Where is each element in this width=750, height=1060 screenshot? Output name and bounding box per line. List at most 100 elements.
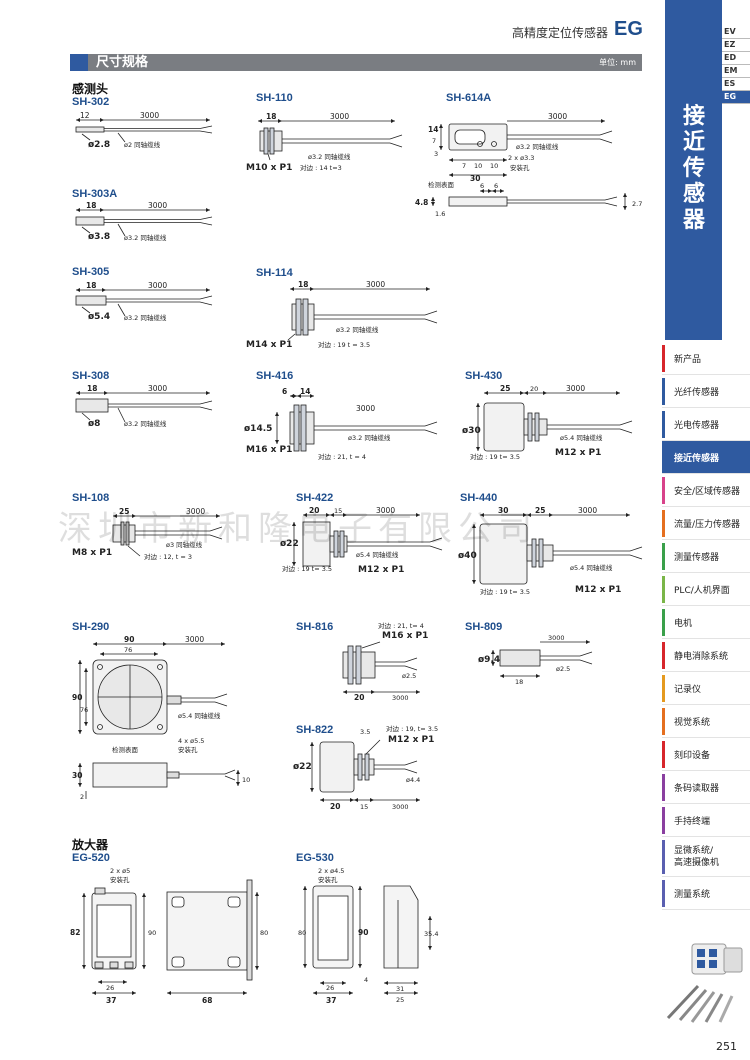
model-label: SH-614A [446,92,492,104]
nav-color-marker [662,411,665,438]
thread-label: M16 x P1 [382,631,428,641]
nav-item[interactable]: 视觉系统 [662,705,750,738]
thread-label: M12 x P1 [358,565,404,575]
model-label: SH-816 [296,621,334,633]
product-thumbnail [666,943,743,1023]
nav-item[interactable]: 光纤传感器 [662,375,750,408]
series-tab[interactable]: EV [722,26,750,39]
nav-item[interactable]: 静电消除系统 [662,639,750,672]
series-tab-active[interactable]: EG [722,91,750,104]
dim-label: 90 [148,929,156,937]
nav-item[interactable]: 电机 [662,606,750,639]
dim-label: ø14.5 [244,424,272,434]
nav-item-label: 光电传感器 [674,420,720,431]
model-label: SH-822 [296,724,334,736]
nav-item[interactable]: 安全/区域传感器 [662,474,750,507]
nav-item-label: 接近传感器 [674,453,720,464]
nav-item[interactable]: PLC/人机界面 [662,573,750,606]
dim-label: 37 [106,996,116,1005]
dim-label: 3000 [186,507,205,516]
dim-label: 26 [106,984,114,992]
model-label: SH-290 [72,621,110,633]
nav-item[interactable]: 条码读取器 [662,771,750,804]
dim-label: ø3.8 [88,232,110,242]
cable-label: ø3.2 同轴缆线 [124,419,167,428]
nav-item[interactable]: 记录仪 [662,672,750,705]
model-label: SH-440 [460,492,498,504]
nav-item[interactable]: 流量/压力传感器 [662,507,750,540]
series-tabs: EV EZ ED EM ES EG [722,26,750,104]
dim-label: 20 [330,802,340,811]
nav-item[interactable]: 新产品 [662,342,750,375]
nav-item[interactable]: 光电传感器 [662,408,750,441]
dim-label: 18 [86,201,96,210]
model-label: SH-302 [72,96,110,108]
dim-label: 2.7 [632,200,642,208]
nav-item-label: 新产品 [674,354,702,365]
across-flats-label: 对边 : 14 t=3 [300,163,342,172]
nav-color-marker [662,576,665,603]
nav-item[interactable]: 刻印设备 [662,738,750,771]
dim-label: 15 [360,803,368,811]
nav-item[interactable]: 显微系统/ 高速摄像机 [662,837,750,877]
dim-label: 12 [80,111,90,120]
across-flats-label: 对边 : 21, t= 4 [378,621,424,630]
dim-label: 18 [515,678,523,686]
dim-label: 7 [462,162,466,170]
dim-label: 25 [396,996,404,1004]
nav-color-marker [662,543,665,570]
hole-label: 4 x ø5.5 [178,737,204,745]
model-label: SH-303A [72,188,118,200]
nav-item[interactable]: 测量传感器 [662,540,750,573]
model-label: SH-308 [72,370,110,382]
thread-label: M14 x P1 [246,340,292,350]
cable-label: ø5.4 同轴缆线 [178,711,221,720]
cable-label: ø3.2 同轴缆线 [516,142,559,151]
nav-color-marker [662,675,665,702]
thread-label: M16 x P1 [246,445,292,455]
model-label: SH-809 [465,621,503,633]
mount-hole-label: 安装孔 [110,875,130,884]
section-title: 尺寸规格 [96,55,149,70]
cable-label: ø2 同轴缆线 [124,140,161,149]
dim-label: 26 [326,984,334,992]
cable-label: ø3.2 同轴缆线 [124,313,167,322]
dim-label: 4.8 [415,198,428,207]
series-tab[interactable]: EM [722,65,750,78]
watermark-text: 深圳市新和隆电子有限公司 [58,509,538,549]
across-flats-label: 对边 : 19 t= 3.5 [470,452,520,461]
nav-item-label: 显微系统/ 高速摄像机 [674,845,720,868]
sidebar-header-block [665,0,722,340]
dim-label: 3000 [376,506,395,515]
group-label-sensor-heads: 感测头 [72,82,109,96]
dim-label: 31 [396,985,404,993]
thread-label: M12 x P1 [555,448,601,458]
dim-label: 90 [72,693,82,702]
nav-color-marker [662,708,665,735]
dim-label: ø2.8 [88,140,110,150]
series-tab[interactable]: ED [722,52,750,65]
section-bar: 尺寸规格 单位: mm [70,54,642,71]
thread-label: M12 x P1 [575,585,621,595]
nav-item[interactable]: 接近传感器 [662,441,750,474]
nav-item-label: 安全/区域传感器 [674,486,741,497]
nav-item-label: 视觉系统 [674,717,711,728]
dim-label: 82 [70,928,80,937]
nav-color-marker [662,741,665,768]
dim-label: 30 [470,174,480,183]
series-tab[interactable]: EZ [722,39,750,52]
dim-label: 90 [124,635,134,644]
dim-label: ø30 [462,426,481,436]
nav-item[interactable]: 测量系统 [662,877,750,910]
dim-label: ø2.5 [556,665,570,673]
model-label: SH-422 [296,492,334,504]
nav-item-label: 电机 [674,618,693,629]
dim-label: 18 [298,280,308,289]
dim-label: 3000 [548,112,567,121]
nav-item[interactable]: 手持终端 [662,804,750,837]
cable-label: ø5.4 同轴缆线 [356,550,399,559]
cable-label: ø3.2 同轴缆线 [336,325,379,334]
series-tab[interactable]: ES [722,78,750,91]
dim-label: 3000 [148,384,167,393]
dim-label: 68 [202,996,212,1005]
